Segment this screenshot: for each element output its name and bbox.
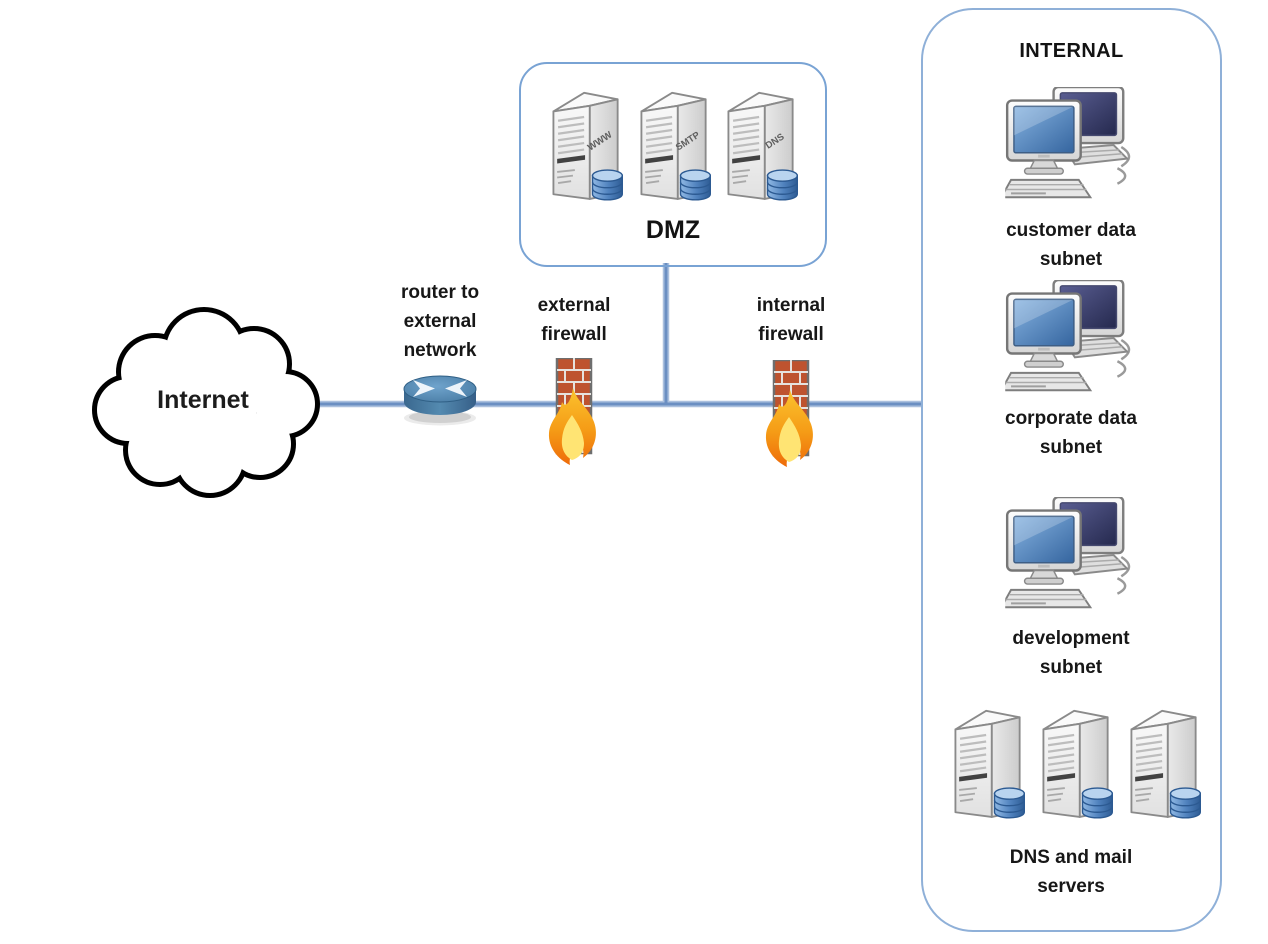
internet-cloud-icon (92, 307, 320, 498)
internet-cloud: Internet (92, 307, 320, 504)
internal-firewall-label: internal firewall (756, 295, 826, 345)
internal-servers-label: DNS and mail servers (1009, 847, 1133, 897)
workstation-pair-icon (1005, 497, 1137, 615)
dmz-server-dns: DNS (718, 90, 804, 211)
workstation-pair-icon (1005, 87, 1137, 205)
internal-server-icon (945, 708, 1031, 829)
dmz-server-www: WWW (543, 90, 629, 211)
internal-server-icon (1033, 708, 1119, 829)
internal-title: INTERNAL (1019, 40, 1124, 62)
dmz-server-smtp: SMTP (631, 90, 717, 211)
internal-zone: INTERNAL customer data subnet corporate … (921, 8, 1222, 932)
external-firewall-icon (529, 358, 619, 476)
workstation-pair-icon (1005, 280, 1137, 398)
subnet-label-corporate: corporate data subnet (1005, 408, 1137, 458)
subnet-label-development: development subnet (1012, 628, 1130, 678)
external-firewall-label: external firewall (537, 295, 611, 345)
internal-server-icon (1121, 708, 1207, 829)
router-label: router to external network (400, 282, 480, 361)
subnet-label-customer: customer data subnet (1006, 220, 1136, 270)
internal-firewall-icon (746, 360, 836, 478)
router-icon (403, 375, 477, 426)
dmz-title: DMZ (645, 216, 701, 244)
internet-label: Internet (157, 386, 249, 414)
dmz-zone: WWW SMTP DNS DMZ (519, 62, 827, 267)
